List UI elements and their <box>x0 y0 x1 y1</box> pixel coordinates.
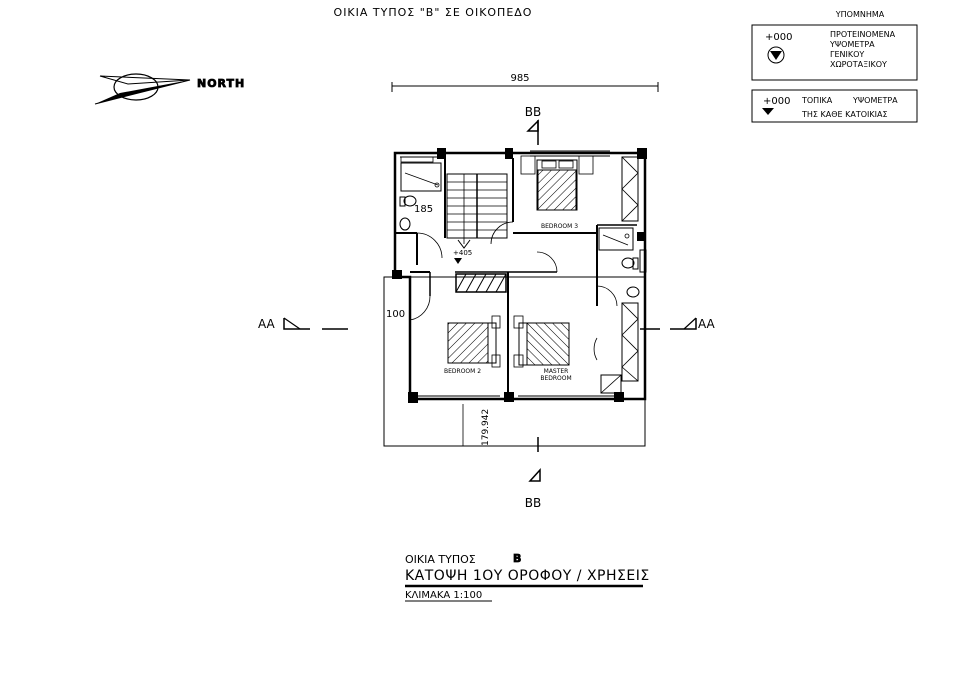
legend-local-level-text-3: ΤΗΣ ΚΑΘΕ ΚΑΤΟΙΚΙΑΣ <box>801 110 888 119</box>
floor-plan <box>383 148 647 447</box>
room-label-master-1: MASTER <box>544 368 569 375</box>
legend-local-level-text-1: ΤΟΠΙΚΑ <box>801 96 833 105</box>
legend-general-level-line-4: ΧΩΡΟΤΑΞΙΚΟΥ <box>830 60 887 69</box>
title-block-scale: ΚΛΙΜΑΚΑ 1:100 <box>405 590 482 601</box>
title-block-line-2: ΚΑΤΟΨΗ 1ΟΥ ΟΡΟΦΟΥ / ΧΡΗΣΕΙΣ <box>405 568 650 584</box>
section-aa-left-label: AA <box>258 317 276 331</box>
room-label-master-2: BEDROOM <box>540 375 571 382</box>
legend-general-level-value: +000 <box>765 32 792 43</box>
overall-dimension <box>391 82 659 92</box>
sheet-title: ΟΙΚΙΑ ΤΥΠΟΣ "B" ΣΕ ΟΙΚΟΠΕΔΟ <box>334 6 533 19</box>
title-block-line-1: ΟΙΚΙΑ ΤΥΠΟΣ <box>405 553 476 566</box>
north-label: NORTH <box>197 77 245 90</box>
section-aa-left-marker <box>283 317 348 330</box>
general-level-symbol-icon <box>767 46 785 64</box>
section-aa-right-marker <box>640 317 697 330</box>
legend-general-level-line-2: ΥΨΟΜΕΤΡΑ <box>829 40 875 49</box>
section-bb-bottom-marker <box>528 437 541 482</box>
section-bb-bottom-label: BB <box>525 496 541 510</box>
legend-local-level-value: +000 <box>763 96 790 107</box>
section-aa-right-label: AA <box>698 317 716 331</box>
legend-general-level-line-3: ΓΕΝΙΚΟΥ <box>830 50 864 59</box>
section-bb-top-label: BB <box>525 105 541 119</box>
legend-local-level-text-2: ΥΨΟΜΕΤΡΑ <box>852 96 898 105</box>
room-label-bedroom-3: BEDROOM 3 <box>541 223 578 230</box>
title-block-type-letter: B <box>513 552 521 565</box>
title-block: ΟΙΚΙΑ ΤΥΠΟΣ B ΚΑΤΟΨΗ 1ΟΥ ΟΡΟΦΟΥ / ΧΡΗΣΕΙ… <box>405 552 650 602</box>
north-arrow-icon <box>94 73 191 105</box>
section-bb-top-marker <box>526 119 539 145</box>
overall-width-label: 985 <box>510 73 529 84</box>
balcony-dimension: 100 <box>386 309 405 320</box>
legend: ΥΠΟΜΝΗΜΑ +000 ΠΡΟΤΕΙΝΟΜΕΝΑ ΥΨΟΜΕΤΡΑ ΓΕΝΙ… <box>751 10 918 123</box>
terrace-dimension: 179.942 <box>481 409 491 446</box>
level-mark-triangle-icon <box>454 258 462 264</box>
bath-dimension: 185 <box>414 204 433 215</box>
legend-general-level-line-1: ΠΡΟΤΕΙΝΟΜΕΝΑ <box>830 30 896 39</box>
local-level-triangle-icon <box>762 108 774 115</box>
room-label-bedroom-2: BEDROOM 2 <box>444 368 481 375</box>
level-mark-label: +405 <box>453 249 472 257</box>
legend-title: ΥΠΟΜΝΗΜΑ <box>835 10 885 19</box>
